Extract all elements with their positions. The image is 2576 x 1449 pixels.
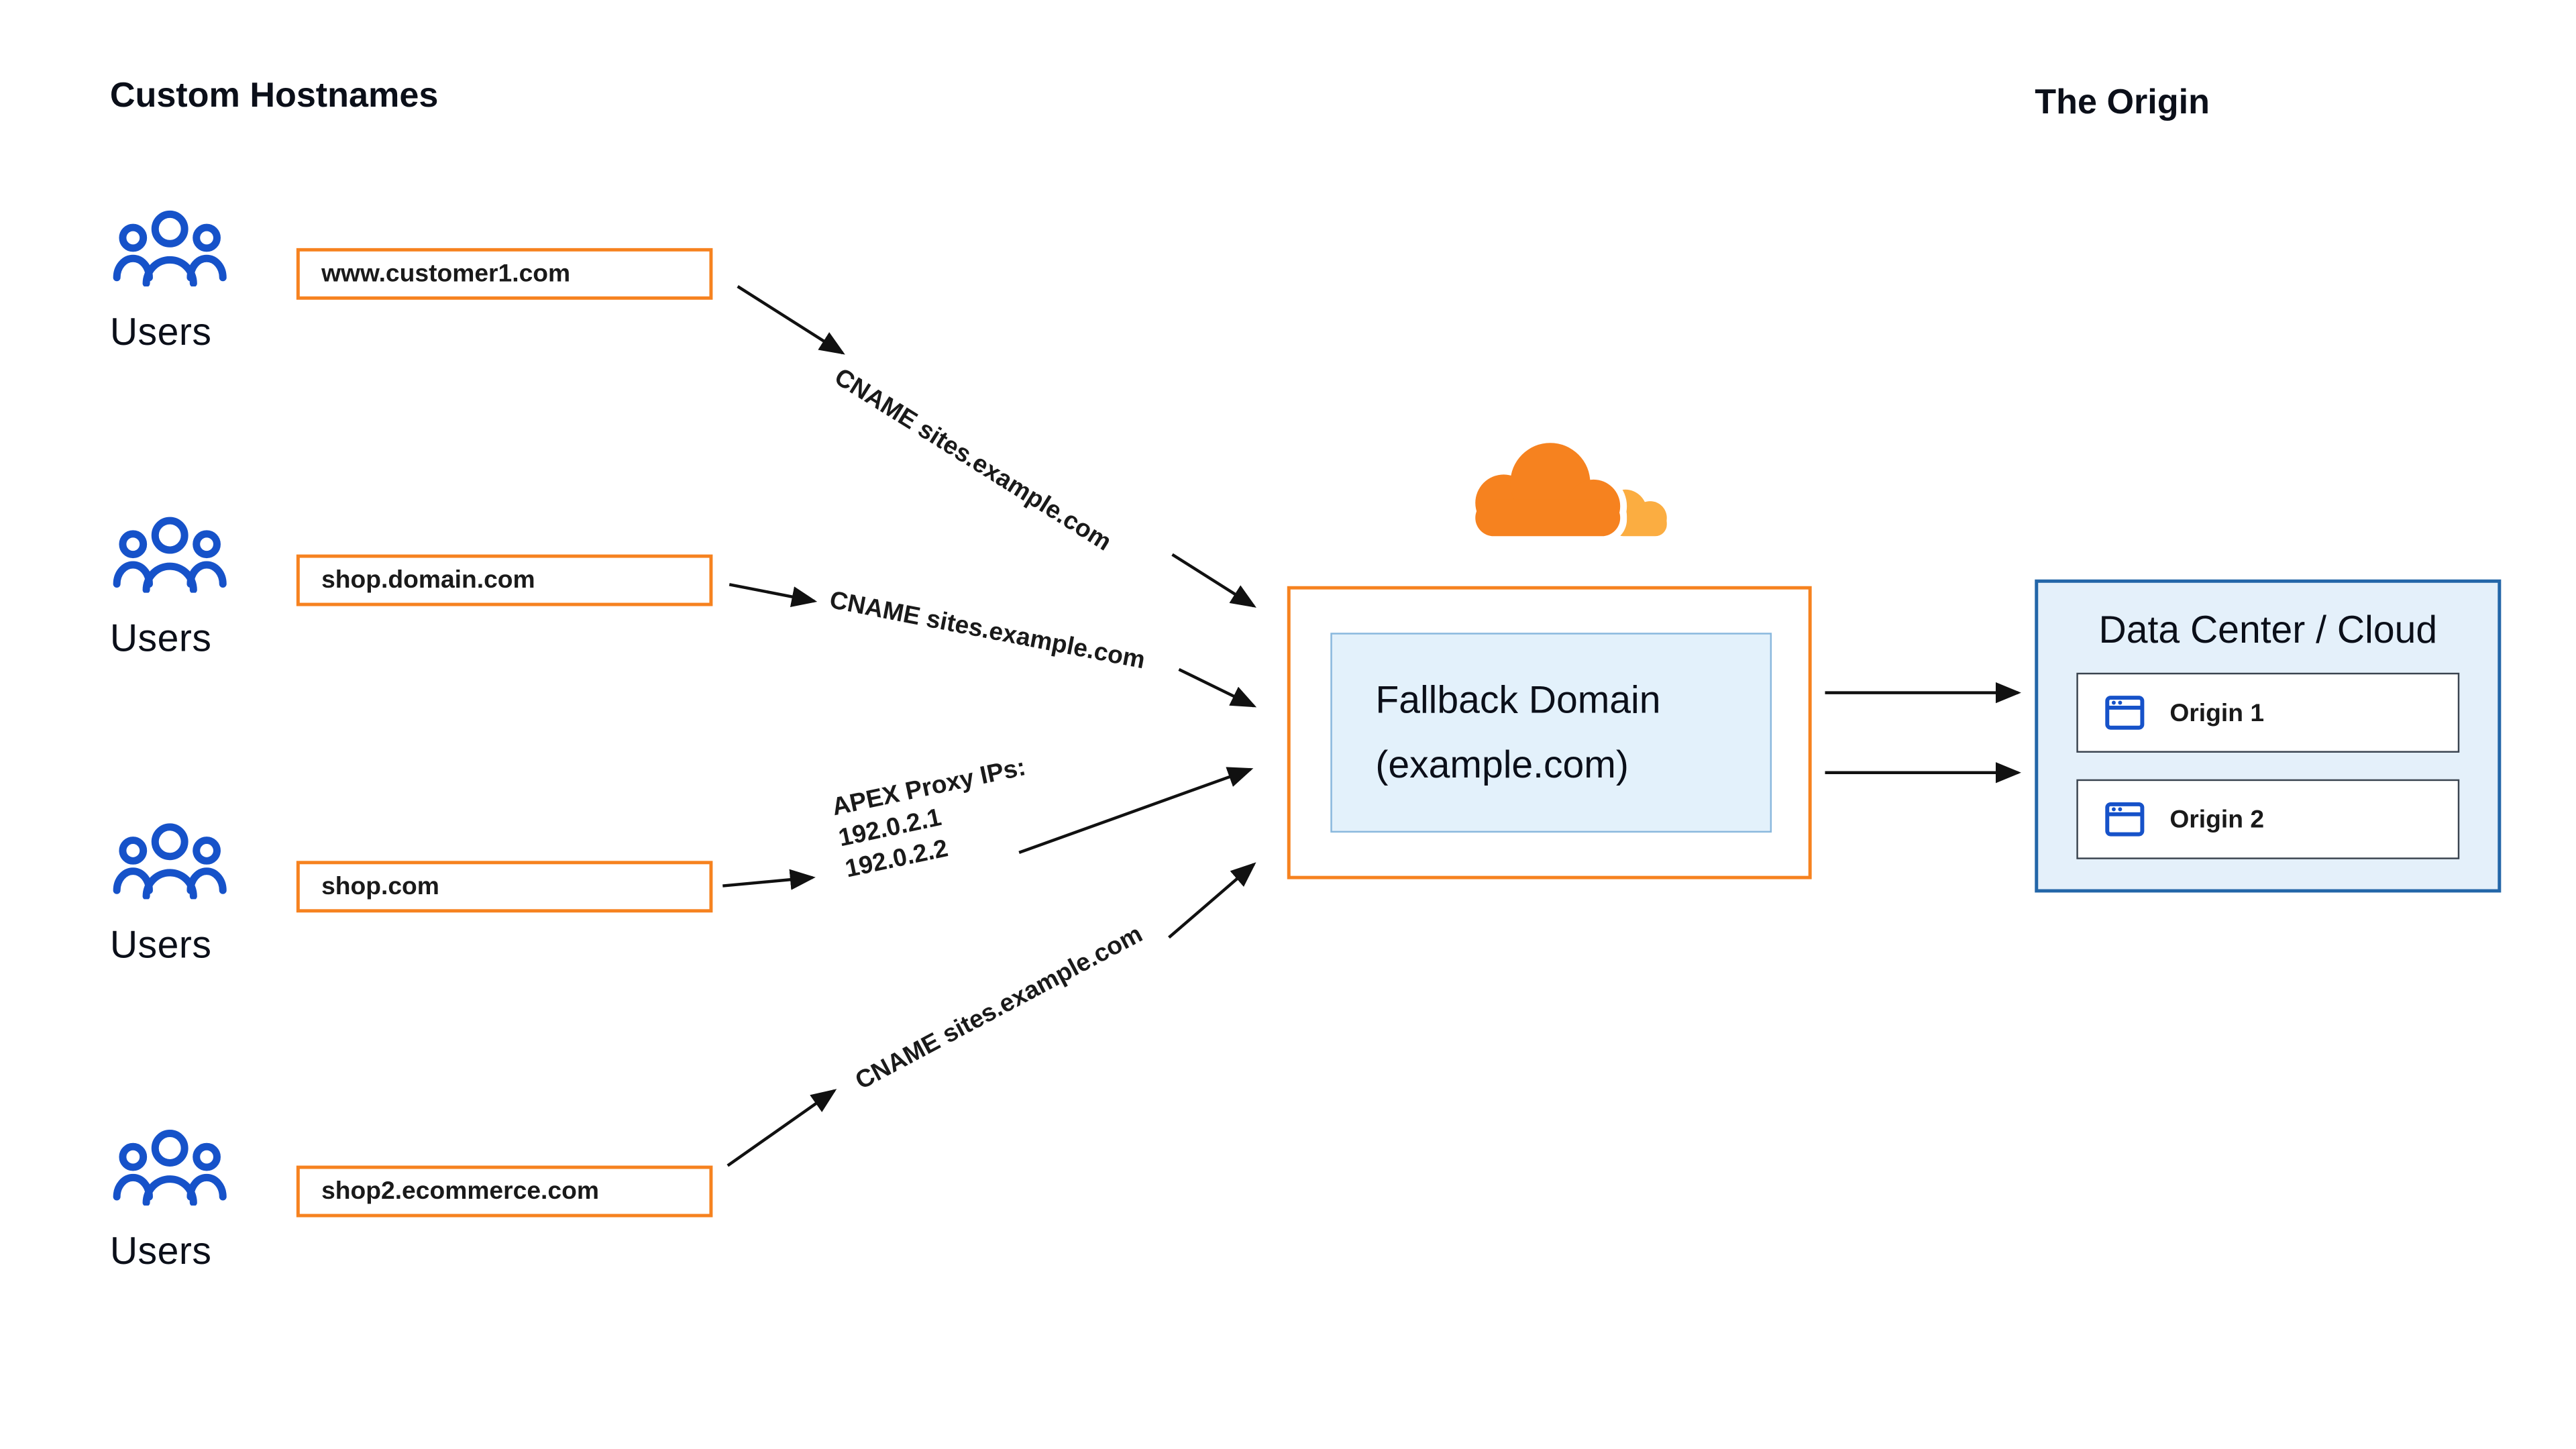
connection-label-apex-ips: APEX Proxy IPs: 192.0.2.1 192.0.2.2 <box>829 751 1042 885</box>
origin-1-box: Origin 1 <box>2076 672 2460 753</box>
fallback-domain-box: Fallback Domain (example.com) <box>1330 633 1772 833</box>
fallback-domain-line1: Fallback Domain <box>1375 678 1661 721</box>
hostname-box-shop2-ecommerce: shop2.ecommerce.com <box>296 1165 713 1218</box>
section-title-custom-hostnames: Custom Hostnames <box>109 76 439 115</box>
users-group-1: Users <box>110 210 310 355</box>
fallback-domain-line2: (example.com) <box>1375 743 1629 786</box>
hostname-box-shop: shop.com <box>296 861 713 913</box>
users-icon <box>113 1130 227 1206</box>
users-label: Users <box>109 922 212 966</box>
users-group-2: Users <box>110 516 310 661</box>
connection-label-cname-3: CNAME sites.example.com <box>851 920 1148 1096</box>
users-icon <box>113 210 227 286</box>
users-group-4: Users <box>110 1129 310 1274</box>
cloudflare-logo-icon <box>1468 436 1667 543</box>
hostname-text: www.customer1.com <box>321 260 571 288</box>
data-center-panel: Data Center / Cloud Origin 1 Origin 2 <box>2035 579 2502 893</box>
origin-2-box: Origin 2 <box>2076 779 2460 859</box>
hostname-box-shop-domain: shop.domain.com <box>296 554 713 606</box>
users-icon <box>113 517 227 593</box>
browser-window-icon <box>2105 802 2145 837</box>
users-label: Users <box>109 309 212 354</box>
origin-2-label: Origin 2 <box>2169 805 2265 834</box>
hostname-text: shop.com <box>321 872 439 901</box>
section-title-the-origin: The Origin <box>2035 83 2210 122</box>
users-label: Users <box>109 1228 212 1273</box>
hostname-text: shop2.ecommerce.com <box>321 1177 599 1206</box>
hostname-box-customer1: www.customer1.com <box>296 248 713 300</box>
connection-label-cname-1: CNAME sites.example.com <box>829 363 1116 557</box>
browser-window-icon <box>2105 696 2145 730</box>
users-icon <box>113 823 227 900</box>
origin-1-label: Origin 1 <box>2169 698 2265 727</box>
connection-label-cname-2: CNAME sites.example.com <box>827 586 1148 676</box>
data-center-title: Data Center / Cloud <box>2098 608 2438 651</box>
users-label: Users <box>109 616 212 659</box>
fallback-domain-outer-box: Fallback Domain (example.com) <box>1287 586 1812 879</box>
users-group-3: Users <box>110 822 310 967</box>
hostname-text: shop.domain.com <box>321 566 535 595</box>
